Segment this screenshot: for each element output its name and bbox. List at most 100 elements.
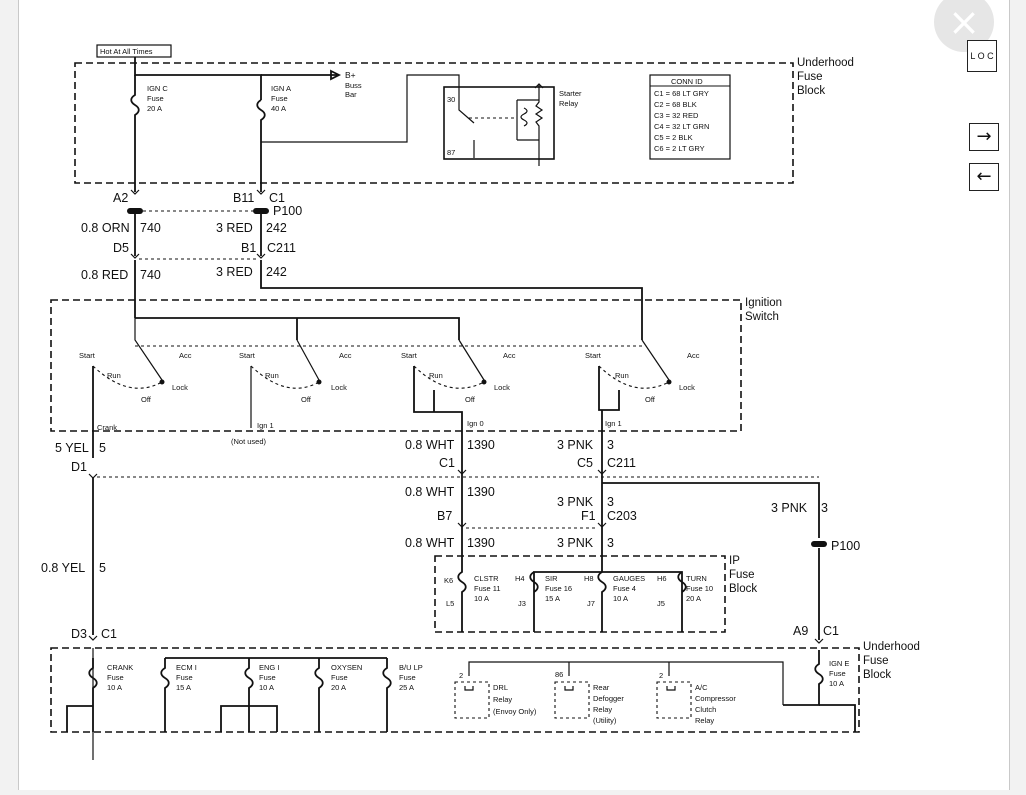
label-acc: Acc: [503, 351, 516, 360]
label-rear-4: (Utility): [593, 716, 617, 725]
next-page-button[interactable]: →: [969, 123, 999, 151]
label-red242-b: 3 RED: [216, 265, 253, 279]
wire-segment: [457, 560, 467, 632]
label-ac-2: Compressor: [695, 694, 736, 703]
label-drl-1: DRL: [493, 683, 508, 692]
label-ign1-b: Ign 1: [605, 419, 622, 428]
wire-segment: [819, 704, 856, 732]
label-k6: K6: [444, 576, 453, 585]
label-ub2-2: Fuse: [863, 655, 889, 667]
label-conn-c5: C5 = 2 BLK: [654, 133, 693, 142]
label-red740-num: 740: [140, 268, 161, 282]
underhood-fuse-block-bottom: [50, 647, 860, 733]
wire-segment: [533, 560, 683, 632]
label-p100-right: P100: [831, 539, 860, 553]
label-run: Run: [265, 371, 279, 380]
wire-segment: [783, 650, 824, 706]
label-lock: Lock: [679, 383, 695, 392]
close-button[interactable]: ×: [934, 0, 994, 52]
wire-segment: [666, 379, 672, 385]
label-sir-2: Fuse 16: [545, 584, 572, 593]
wire-segment: [458, 339, 485, 381]
wire-segment: [481, 379, 487, 385]
label-ign1-a: Ign 1: [257, 421, 274, 430]
close-icon: ×: [948, 0, 980, 44]
label-off: Off: [141, 395, 152, 404]
wire-segment: [330, 69, 342, 81]
label-c1-top: C1: [269, 191, 285, 205]
switch-section-3: Start Run Acc Lock Off Ign 0: [401, 339, 516, 560]
label-not-used: (Not used): [231, 437, 267, 446]
label-rear-3: Relay: [593, 705, 612, 714]
label-ip-fuse-1: IP: [729, 555, 740, 567]
label-conn-c1: C1 = 68 LT GRY: [654, 89, 709, 98]
label-crank-f-3: 10 A: [107, 683, 122, 692]
wire-segment: [316, 379, 322, 385]
starter-relay-box: [443, 86, 555, 160]
label-conn-c3: C3 = 32 RED: [654, 111, 699, 120]
label-underhood-fuse-block-1: Underhood: [797, 57, 854, 69]
wire-segment: [159, 379, 165, 385]
label-ip-fuse-3: Block: [729, 583, 757, 595]
wire-segment: [554, 681, 590, 719]
arrow-left-icon: ←: [976, 166, 992, 187]
label-c1-mid: C1: [439, 456, 455, 470]
label-wht1390-a-num: 1390: [467, 438, 495, 452]
label-start: Start: [79, 351, 96, 360]
label-start: Start: [239, 351, 256, 360]
label-red242-b-num: 242: [266, 265, 287, 279]
hot-at-all-times-label: Hot At All Times: [100, 47, 153, 56]
label-ign-a-2: Fuse: [271, 94, 288, 103]
wire-segment: [458, 90, 475, 124]
label-d3: D3: [71, 627, 87, 641]
wiring-diagram: Hot At All Times B+ Buss Bar Underhood F…: [41, 44, 920, 760]
label-off: Off: [465, 395, 476, 404]
label-ign0: Ign 0: [467, 419, 484, 428]
label-rear-2: Defogger: [593, 694, 624, 703]
locator-button[interactable]: L O C: [967, 40, 997, 72]
label-ign-a-3: 40 A: [271, 104, 286, 113]
label-sir-1: SIR: [545, 574, 558, 583]
label-underhood-fuse-block-2: Fuse: [797, 71, 823, 83]
label-lock: Lock: [331, 383, 347, 392]
label-h8: H8: [584, 574, 594, 583]
arrow-right-icon: →: [976, 126, 992, 147]
conn-id-table: [649, 74, 731, 160]
wire-segment: [88, 635, 98, 641]
wire-segment: [127, 208, 143, 214]
ip-fuse-block: [434, 555, 726, 633]
label-starter-relay-2: Relay: [559, 99, 578, 108]
wire-segment: [261, 74, 460, 143]
label-j5: J5: [657, 599, 665, 608]
label-f1: F1: [581, 509, 596, 523]
wire-segment: [457, 469, 467, 475]
label-oxy-1: OXYSEN: [331, 663, 362, 672]
switch-section-1: Start Run Acc Lock Off Crank: [79, 318, 192, 458]
label-c211-mid: C211: [607, 456, 636, 470]
label-acc: Acc: [179, 351, 192, 360]
label-red242-a-num: 242: [266, 221, 287, 235]
wire-segment: [666, 686, 676, 691]
label-a2: A2: [113, 191, 128, 205]
label-h6: H6: [657, 574, 667, 583]
label-oxy-2: Fuse: [331, 673, 348, 682]
label-red242-a: 3 RED: [216, 221, 253, 235]
wire-segment: [256, 99, 266, 192]
wire-segment: [468, 661, 784, 705]
label-c211-top: C211: [267, 241, 296, 255]
label-ecm-2: Fuse: [176, 673, 193, 682]
label-clstr-1: CLSTR: [474, 574, 499, 583]
label-lock: Lock: [172, 383, 188, 392]
label-turn-3: 20 A: [686, 594, 701, 603]
label-wht1390-b: 0.8 WHT: [405, 485, 455, 499]
label-bu-1: B/U LP: [399, 663, 423, 672]
label-oxy-3: 20 A: [331, 683, 346, 692]
wire-segment: [520, 107, 528, 127]
label-pnk3-b: 3 PNK: [557, 495, 594, 509]
label-drl-3: (Envoy Only): [493, 707, 537, 716]
previous-page-button[interactable]: ←: [969, 163, 999, 191]
label-yel5: 5 YEL: [55, 441, 89, 455]
label-ecm-3: 15 A: [176, 683, 191, 692]
label-turn-1: TURN: [686, 574, 707, 583]
label-bu-3: 25 A: [399, 683, 414, 692]
